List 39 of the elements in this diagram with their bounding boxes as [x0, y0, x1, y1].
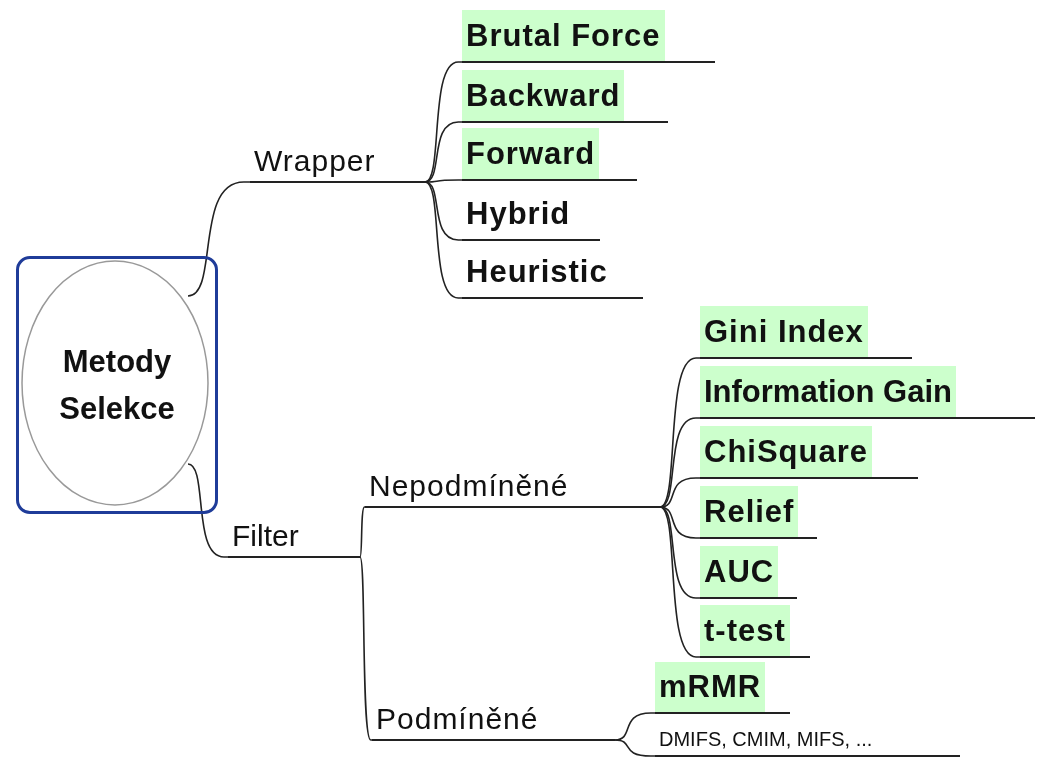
branch-underline	[462, 10, 715, 63]
branch-curve	[614, 739, 656, 757]
topic-label: Podmíněné	[375, 701, 540, 737]
branch-curve	[659, 506, 701, 658]
branch-underline	[700, 426, 918, 479]
highlighted-topic-label: ChiSquare	[700, 426, 873, 477]
branch-curve	[424, 179, 463, 183]
branch-curve	[659, 506, 701, 539]
branch-underline	[462, 128, 637, 181]
branch-underline	[462, 70, 668, 123]
root-label: Metody Selekce	[58, 342, 176, 427]
branch-underline	[700, 605, 810, 658]
branch-underline	[700, 486, 817, 539]
topic-label: Hybrid	[465, 195, 572, 233]
branch-underline	[700, 366, 1035, 419]
branch-curve	[187, 181, 251, 297]
branch-curve	[424, 181, 463, 299]
branch-underline	[700, 546, 797, 599]
highlighted-topic-label: Brutal Force	[462, 10, 665, 61]
highlighted-topic-label: Information Gain	[700, 366, 956, 417]
highlighted-topic-label: Forward	[462, 128, 600, 179]
topic-label: Heuristic	[465, 253, 609, 291]
branch-curve	[424, 61, 463, 183]
topic-label: DMIFS, CMIM, MIFS, ...	[658, 727, 874, 752]
topic-label: Filter	[231, 518, 300, 554]
highlighted-topic-label: Backward	[462, 70, 625, 121]
highlighted-topic-label: t-test	[700, 605, 790, 656]
highlighted-topic-label: Relief	[700, 486, 799, 537]
branch-curve	[659, 357, 701, 508]
highlighted-topic-label: AUC	[700, 546, 779, 597]
branch-curve	[359, 556, 373, 741]
topic-label: Nepodmíněné	[368, 468, 570, 504]
branch-underline	[700, 306, 912, 359]
branch-curve	[187, 463, 229, 558]
highlighted-topic-label: Gini Index	[700, 306, 868, 357]
highlighted-topic-label: mRMR	[655, 662, 766, 712]
topic-label: Wrapper	[253, 143, 377, 179]
branch-underline	[655, 662, 790, 714]
branch-curve	[359, 506, 366, 558]
